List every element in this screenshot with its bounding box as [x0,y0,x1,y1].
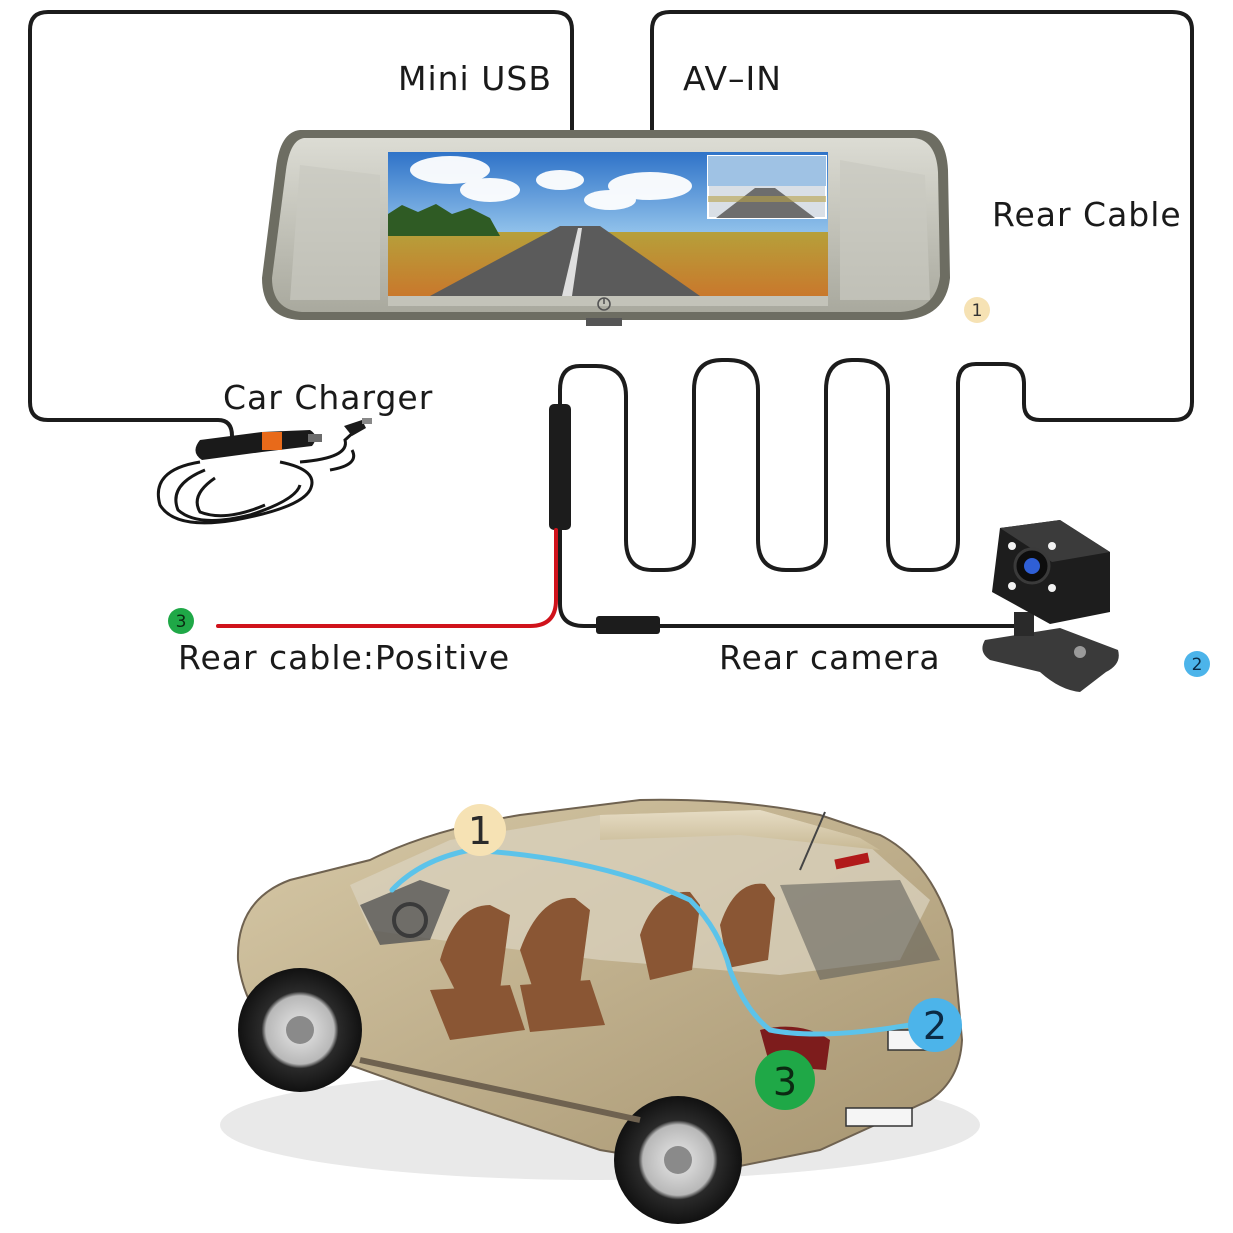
marker-two-large-text: 2 [923,1004,947,1048]
marker-three-large: 3 [755,1050,815,1110]
rear-camera-icon [982,520,1119,692]
cable-network [28,10,1194,628]
suv-cutaway-icon [220,798,980,1224]
rear-camera-cable [558,528,1022,628]
marker-two-small: 2 [1184,651,1210,677]
marker-two-large: 2 [908,998,962,1052]
label-mini-usb: Mini USB [398,59,552,98]
marker-three-large-text: 3 [773,1060,797,1104]
rear-cable-coil [558,358,960,572]
cable-splitter [549,404,571,530]
label-rear-cable-positive: Rear cable:Positive [178,638,510,677]
marker-one-large: 1 [454,804,506,856]
car-charger-icon [157,418,372,525]
mirror-monitor [262,130,950,326]
marker-one-small-text: 1 [972,301,983,321]
camera-connector [596,616,660,634]
marker-two-small-text: 2 [1192,655,1203,675]
marker-three-small: 3 [168,608,194,634]
label-rear-cable: Rear Cable [992,195,1182,234]
marker-three-small-text: 3 [176,612,187,632]
mini-usb-cable [28,10,574,438]
av-in-cable [650,10,1194,422]
label-rear-camera: Rear camera [719,638,941,677]
marker-one-small: 1 [964,297,990,323]
label-av-in: AV–IN [683,59,782,98]
marker-one-large-text: 1 [468,809,492,853]
positive-wire [216,528,558,628]
label-car-charger: Car Charger [223,378,433,417]
